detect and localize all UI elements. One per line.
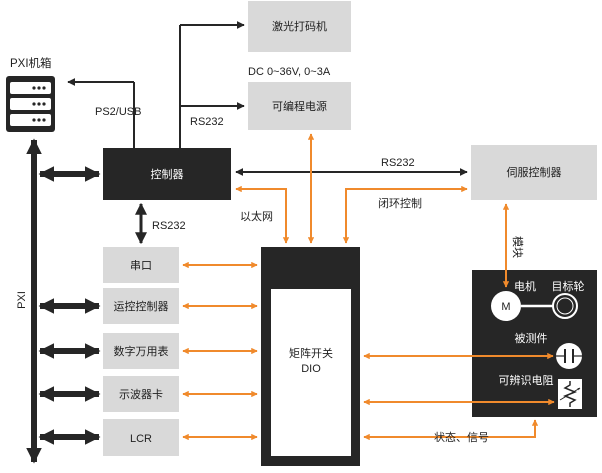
motion-controller-label: 运控控制器 (114, 299, 169, 313)
pxi-chassis-label: PXI机箱 (10, 56, 52, 70)
ethernet-label: 以太网 (240, 210, 273, 223)
power-supply-label: 可编程电源 (272, 99, 327, 113)
multimeter-box (103, 333, 179, 369)
servo-controller-label: 伺服控制器 (507, 165, 562, 179)
resistor-label: 可辨识电阻 (499, 373, 554, 387)
ps2-usb-label: PS2/USB (95, 106, 141, 118)
lcr-box (103, 419, 179, 456)
servo-controller-box (471, 145, 597, 200)
dut-label: 被测件 (515, 332, 548, 345)
serial-port-label: 串口 (130, 259, 152, 272)
rs232-servo-label: RS232 (381, 157, 415, 169)
controller-box (103, 148, 231, 200)
pxi-bus-label: PXI (16, 291, 28, 309)
oscilloscope-box (103, 376, 179, 412)
rs232-serial-label: RS232 (152, 220, 186, 232)
oscilloscope-label: 示波器卡 (119, 388, 163, 401)
motor-symbol: M (501, 301, 510, 313)
target-wheel-label: 目标轮 (552, 279, 585, 293)
status-signal-label: 状态、信号 (434, 430, 489, 444)
lcr-label: LCR (130, 433, 152, 445)
pxi-chassis-icon (6, 76, 55, 132)
motor-label: 电机 (514, 279, 536, 293)
power-supply-box (248, 82, 351, 130)
dut-symbol-icon (556, 343, 582, 369)
module-label: 模块 (511, 236, 524, 258)
status-signal-arrow (363, 419, 539, 441)
dc-spec-label: DC 0~36V, 0~3A (248, 66, 331, 78)
ethernet-arrow (235, 185, 290, 244)
laser-marker-label: 激光打码机 (272, 19, 327, 33)
closed-loop-arrow (342, 185, 468, 244)
multimeter-label: 数字万用表 (114, 344, 169, 358)
controller-label: 控制器 (151, 167, 184, 181)
target-wheel-icon (552, 293, 578, 319)
rs232-power-label: RS232 (190, 116, 224, 128)
motor-icon (491, 291, 521, 321)
serial-port-box (103, 247, 179, 283)
motion-controller-box (103, 288, 179, 324)
closed-loop-label: 闭环控制 (378, 196, 422, 210)
matrix-switch-label-2: DIO (301, 363, 321, 375)
matrix-switch-label-1: 矩阵开关 (289, 346, 333, 360)
matrix-switch-box (271, 289, 351, 456)
laser-marker-box (248, 1, 351, 52)
resistor-icon (558, 379, 582, 409)
